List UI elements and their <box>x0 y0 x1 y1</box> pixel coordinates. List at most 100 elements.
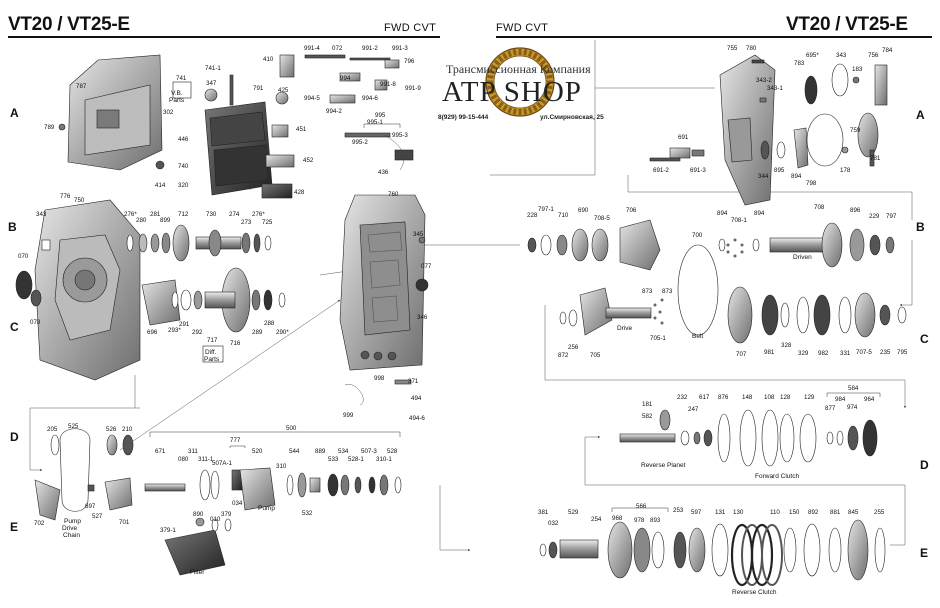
callout-left-e-21: 890 <box>193 511 204 518</box>
callout-left-b-12: 725 <box>262 219 273 226</box>
callout-right-a-12: 691-3 <box>690 167 706 174</box>
callout-right-a-2: 695* <box>806 52 819 59</box>
left-subtitle: FWD CVT <box>384 22 437 34</box>
callout-right-b-11: 896 <box>850 207 861 214</box>
callout-right-b-4: 708-5 <box>594 215 610 222</box>
callout-left-b-9: 274 <box>229 211 240 218</box>
callout-right-d-11: 877 <box>825 405 836 412</box>
callout-right-c-14: 795 <box>897 349 908 356</box>
callout-right-a-6: 756 <box>868 52 879 59</box>
callout-left-a-29: 995-3 <box>392 132 408 139</box>
right-d-e-clutch-parts <box>539 409 886 587</box>
callout-left-a-30: 995-2 <box>352 139 368 146</box>
callout-left-a-9: 414 <box>155 182 166 189</box>
callout-left-b-6: 899 <box>160 217 171 224</box>
callout-right-b-13: 797 <box>886 213 897 220</box>
left-header-rule <box>8 36 440 38</box>
callout-right-e-15: 881 <box>830 509 841 516</box>
callout-right-d-9: 129 <box>804 394 815 401</box>
callout-left-e-0: 702 <box>34 520 45 527</box>
caption-pump-drive-chain-1: Drive <box>62 525 78 532</box>
callout-right-d-7: 108 <box>764 394 775 401</box>
right-row-label-d: D <box>920 458 929 472</box>
callout-left-b-0: 343 <box>36 211 47 218</box>
callout-right-e-13: 150 <box>789 509 800 516</box>
callout-right-b-6: 700 <box>692 232 703 239</box>
caption-pump: Pump <box>258 505 275 512</box>
logo-company-text: Трансмиссионная Компания <box>446 62 591 76</box>
callout-right-a-13: 344 <box>758 173 769 180</box>
callout-left-a-8: 740 <box>178 163 189 170</box>
friction-disc-emblem-icon <box>485 47 555 117</box>
callout-right-e-8: 253 <box>673 507 684 514</box>
caption-reverse-clutch: Reverse Clutch <box>732 589 777 596</box>
left-title: VT20 / VT25-E <box>8 14 130 35</box>
caption-filter: Filter <box>190 569 205 576</box>
callout-left-a-20: 428 <box>294 189 305 196</box>
callout-left-b-4: 280 <box>136 217 147 224</box>
callout-left-c-4: 291 <box>179 321 190 328</box>
callout-left-d-5: 500 <box>286 425 297 432</box>
callout-left-a-10: 320 <box>178 182 189 189</box>
callout-right-c-4: 873 <box>662 288 673 295</box>
callout-right-a-1: 780 <box>746 45 757 52</box>
callout-left-a-22: 991-8 <box>380 81 396 88</box>
callout-right-a-3: 783 <box>794 60 805 67</box>
callout-right-a-8: 343-2 <box>756 77 772 84</box>
differential-gear-stack <box>141 267 286 333</box>
callout-left-b-2: 750 <box>74 197 85 204</box>
reverse-clutch-pack <box>730 523 783 587</box>
callout-right-d-0: 181 <box>642 401 653 408</box>
right-row-label-b: B <box>916 220 925 234</box>
callout-right-c-0: 256 <box>568 344 579 351</box>
callout-right-c-2: 705 <box>590 352 601 359</box>
callout-left-a-21: 994 <box>340 75 351 82</box>
callout-right-e-12: 110 <box>770 509 780 516</box>
callout-left-a-19: 452 <box>303 157 314 164</box>
callout-right-e-1: 032 <box>548 520 559 527</box>
callout-left-e-1: 697 <box>85 503 96 510</box>
callout-right-a-9: 343-1 <box>767 85 783 92</box>
callout-left-e-8: 507A-1 <box>212 460 233 467</box>
callout-left-e-22: 010 <box>210 516 221 523</box>
callout-left-d-2: 526 <box>106 426 117 433</box>
callout-left-c-9: 290* <box>276 329 289 336</box>
callout-left-e-18: 507-3 <box>361 448 377 455</box>
callout-left-a-25: 994-6 <box>362 95 378 102</box>
callout-right-a-11: 691-2 <box>653 167 669 174</box>
callout-right-d-1: 582 <box>642 413 653 420</box>
callout-left-c-5: 292 <box>192 329 203 336</box>
callout-left-a-27: 995 <box>375 112 386 119</box>
callout-left-d-3: 210 <box>122 426 133 433</box>
callout-left-b-5: 281 <box>150 211 161 218</box>
callout-left-a-31: 436 <box>378 169 389 176</box>
callout-right-e-9: 597 <box>691 509 702 516</box>
callout-left-e-14: 532 <box>302 510 313 517</box>
assembly-captions: V.B.PartsDiff.PartsDrivenDriveBeltRevers… <box>62 90 812 596</box>
callout-right-c-6: 707 <box>736 351 747 358</box>
left-d-e-pump-parts <box>34 428 402 576</box>
callout-right-d-13: 974 <box>847 404 858 411</box>
logo-phone: 8(929) 99-15-444 <box>438 114 489 121</box>
callout-left-e-24: 379-1 <box>160 527 176 534</box>
callout-left-a-14: 991-2 <box>362 45 378 52</box>
callout-left-d-8: 494-6 <box>409 415 425 422</box>
caption-pump-drive-chain-2: Chain <box>63 532 80 539</box>
callout-left-d-6: 371 <box>408 378 419 385</box>
callout-left-d-0: 205 <box>47 426 58 433</box>
callout-left-b-7: 712 <box>178 211 189 218</box>
callout-left-e-10: 034 <box>232 500 243 507</box>
callout-right-e-6: 978 <box>634 517 645 524</box>
callout-left-e-4: 671 <box>155 448 166 455</box>
callout-left-c-13: 998 <box>374 375 385 382</box>
callout-left-e-15: 533 <box>328 456 339 463</box>
callout-left-c-8: 288 <box>264 320 275 327</box>
callout-left-a-15: 991-3 <box>392 45 408 52</box>
callout-left-a-3: 741 <box>176 75 187 82</box>
callout-right-a-18: 759 <box>850 127 861 134</box>
callout-right-a-19: 781 <box>870 155 881 162</box>
callout-right-c-9: 329 <box>798 350 809 357</box>
caption-vb-parts-0: V.B. <box>171 90 183 97</box>
callout-right-d-14: 964 <box>864 396 875 403</box>
callout-left-e-19: 310-1 <box>376 456 392 463</box>
